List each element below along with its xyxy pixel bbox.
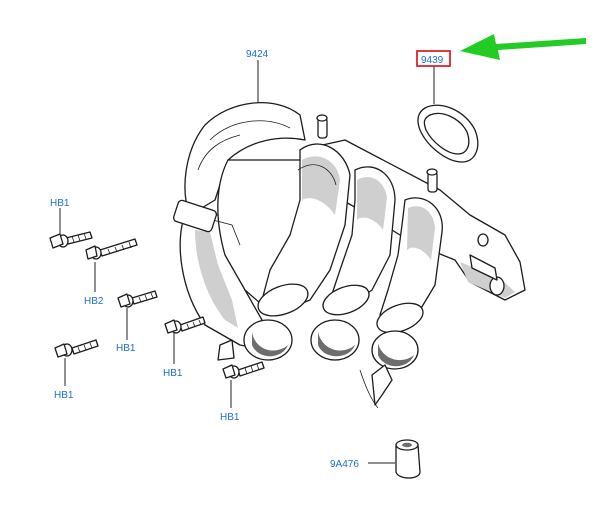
callout-hb2: HB2 — [84, 296, 104, 307]
bolt-hb1-e — [222, 361, 265, 379]
intake-manifold — [172, 102, 526, 409]
callout-hb1-e: HB1 — [220, 412, 240, 423]
callout-hose: 9A476 — [330, 459, 359, 470]
callout-manifold: 9424 — [246, 49, 269, 60]
gasket — [417, 104, 479, 163]
bolt-hb2 — [85, 238, 138, 260]
callout-hb1-b: HB1 — [116, 343, 136, 354]
bolt-hb1-a — [49, 231, 93, 249]
hose — [395, 439, 421, 479]
bolt-hb1-d — [164, 316, 206, 334]
highlight-box — [416, 50, 451, 67]
callout-hb1-a: HB1 — [50, 198, 70, 209]
callout-hb1-c: HB1 — [54, 390, 74, 401]
bolt-hb1-c — [54, 339, 99, 358]
callout-hb1-d: HB1 — [163, 368, 183, 379]
bolt-hb1-b — [117, 290, 158, 308]
green-arrow-icon — [460, 34, 586, 60]
callout-gasket: 9439 — [421, 55, 444, 66]
